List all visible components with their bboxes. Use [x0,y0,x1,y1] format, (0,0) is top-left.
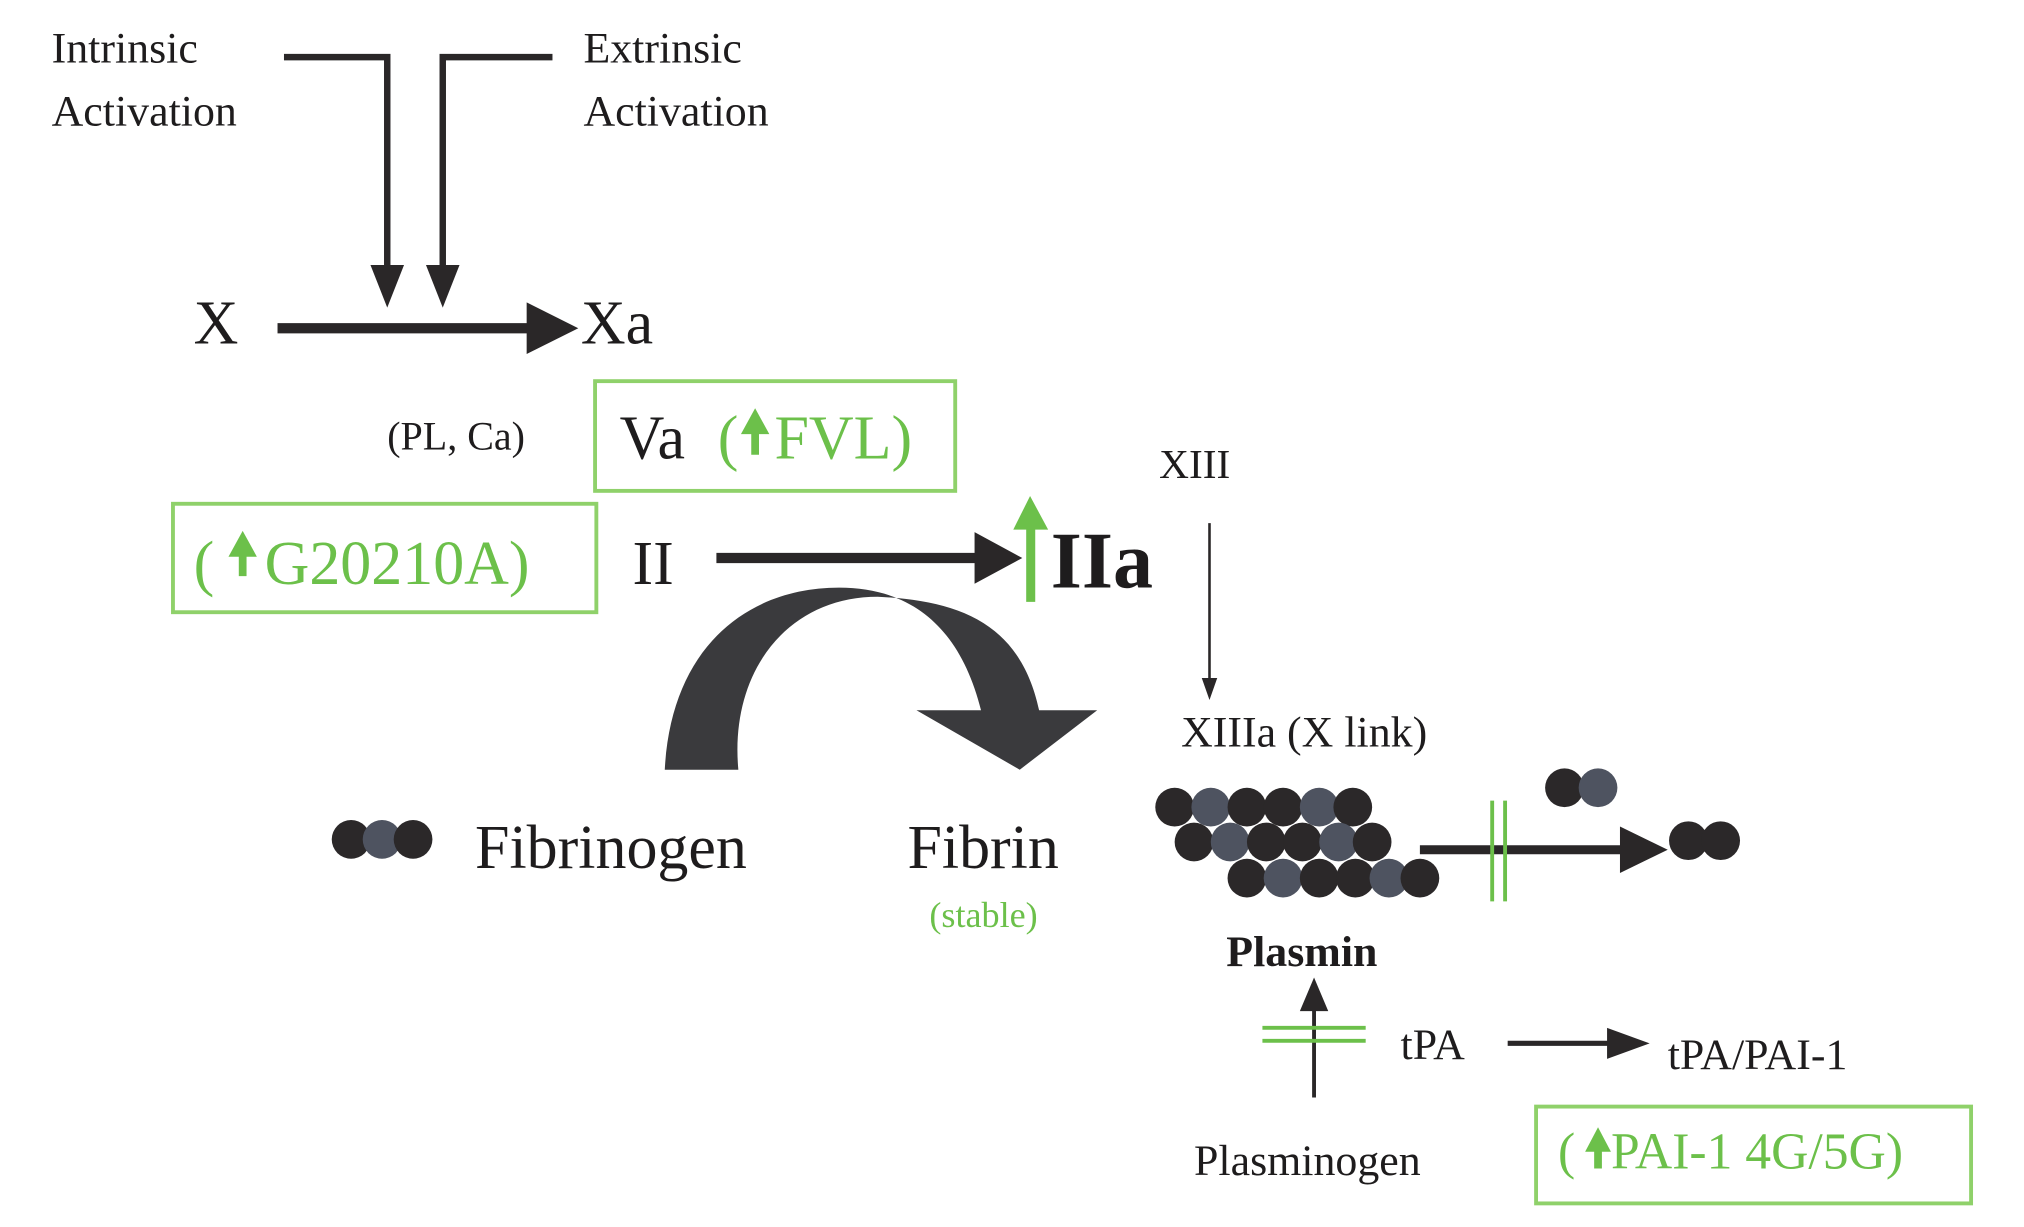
fvl-label: FVL) [774,405,912,473]
up-arrow-icon [740,408,770,455]
fibrinogen-label: Fibrinogen [475,814,747,882]
plasminogen-label: Plasminogen [1194,1137,1421,1185]
extrinsic-label: Extrinsic [583,24,741,72]
plasmin-label: Plasmin [1226,928,1377,976]
factor-ii: II [633,530,674,598]
tpa-label: tPA [1401,1021,1466,1069]
curved-conversion-arrow [664,587,1098,770]
fibrin-label: Fibrin [907,814,1058,882]
green-up-arrow-icon [1013,496,1049,602]
intrinsic-label: Intrinsic [52,24,198,72]
up-arrow-icon [1585,1127,1611,1169]
d-dimer-fragment-icon [1669,821,1741,861]
fdp-fragment-icon [1545,768,1618,808]
open-paren: ( [718,405,739,473]
x-to-xa-arrow [277,302,579,355]
factor-x: X [194,290,239,358]
tpa-inhibition-arrow [1507,1027,1650,1059]
stable-label: (stable) [929,895,1037,935]
open-paren: ( [1558,1124,1575,1181]
g20210a-label: G20210A) [265,530,530,598]
intrinsic-activation-label: Activation [52,88,237,136]
tpa-pai-label: tPA/PAI-1 [1668,1031,1848,1079]
fibrin-clot-icon [1155,787,1440,898]
xiiia-label: XIIIa (X link) [1181,708,1427,756]
g20210a-box: ( G20210A) [171,501,599,615]
open-paren: ( [194,530,215,598]
plasminogen-to-plasmin-arrow [1262,977,1366,1098]
fibrinolysis-arrow [1419,800,1668,902]
up-arrow-icon [228,530,257,577]
factor-xa: Xa [581,290,653,358]
factor-xiii: XIII [1159,441,1230,487]
extrinsic-arrow [425,53,553,308]
ii-to-iia-arrow [716,532,1023,584]
extrinsic-activation-label: Activation [583,88,768,136]
fibrinogen-molecule-icon [331,820,433,859]
factor-iia: IIa [1051,518,1153,606]
intrinsic-arrow [283,53,405,308]
xiii-to-xiiia-arrow [1201,523,1218,700]
pai-1-label: PAI-1 4G/5G) [1611,1124,1903,1181]
pai-1-box: ( PAI-1 4G/5G) [1534,1104,1974,1206]
va-fvl-box: Va ( FVL) [593,379,958,493]
factor-va: Va [620,405,685,473]
pl-ca-label: (PL, Ca) [387,414,525,459]
